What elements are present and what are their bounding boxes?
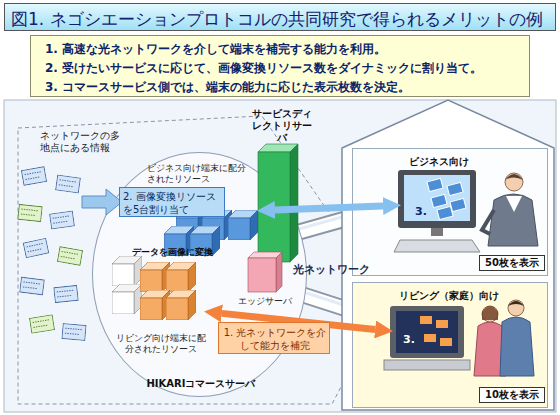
- edge-server-box: エッジサーバ: [237, 253, 293, 311]
- server-ellipse: HIKARIコマースサーバ ビジネス向け端末に配分されたリソース 2. 画像変換リソ…: [92, 152, 307, 397]
- node-sublabel: 2. 受けたいサービスに応じて、画像変換リソース数をダイナミックに割り当て。: [45, 60, 482, 77]
- room-box: ビジネス向け 50枚を表示 3.: [352, 148, 548, 276]
- annotation-label: ネットワークの多地点にある情報: [40, 130, 122, 154]
- annotation-label: 光ネットワーク: [293, 262, 373, 277]
- node-sublabel: 50枚を表示: [479, 255, 545, 271]
- node-label: エッジサーバ: [237, 295, 293, 308]
- list-box: 1. 高速な光ネットワークを介して端末を補完する能力を利用。 2. 受けたいサービ…: [30, 35, 530, 97]
- callout-box: 2. 画像変換リソースを5台割り当て: [119, 187, 225, 217]
- node-label: 1. 高速な光ネットワークを介して端末を補完する能力を利用。: [45, 41, 386, 58]
- node-label: リビング向け端末に配分されたリソース: [116, 333, 206, 355]
- house-outline: [342, 100, 554, 410]
- node-label: リビング（家庭）向け: [399, 289, 499, 303]
- resource-group: リビング向け端末に配分されたリソース: [116, 257, 206, 357]
- room-box: リビング（家庭）向け 10枚を表示 3.: [352, 282, 548, 408]
- terminal-box: 3.: [399, 171, 477, 237]
- node-sublabel: 3. コマースサービス側では、端末の能力に応じた表示枚数を決定。: [45, 79, 410, 96]
- node-label: サービスディレクトリサーバ: [252, 108, 312, 144]
- node-label: 1. 光ネットワークを介して能力を補完: [223, 326, 327, 352]
- callout-box: 1. 光ネットワークを介して能力を補完: [218, 322, 330, 354]
- node-label: 3.: [415, 205, 427, 218]
- node-label: 3.: [403, 333, 415, 346]
- terminal-box: 3.: [391, 307, 465, 363]
- server-box: サービスディレクトリサーバ: [252, 108, 312, 262]
- node-sublabel: 10枚を表示: [479, 387, 545, 403]
- node-label: 2. 画像変換リソースを5台割り当て: [123, 190, 223, 216]
- node-label: ビジネス向け端末に配分されたリソース: [147, 163, 251, 185]
- node-label: HIKARIコマースサーバ: [121, 377, 281, 391]
- figure-title: 図1. ネゴシエーションプロトコルの共同研究で得られるメリットの例: [4, 3, 556, 31]
- document-icons: [18, 167, 86, 341]
- dashed-region: [18, 116, 388, 404]
- annotation-label: データを画像に変換: [132, 246, 242, 259]
- node-label: ビジネス向け: [409, 155, 469, 169]
- main-panel: [4, 100, 556, 412]
